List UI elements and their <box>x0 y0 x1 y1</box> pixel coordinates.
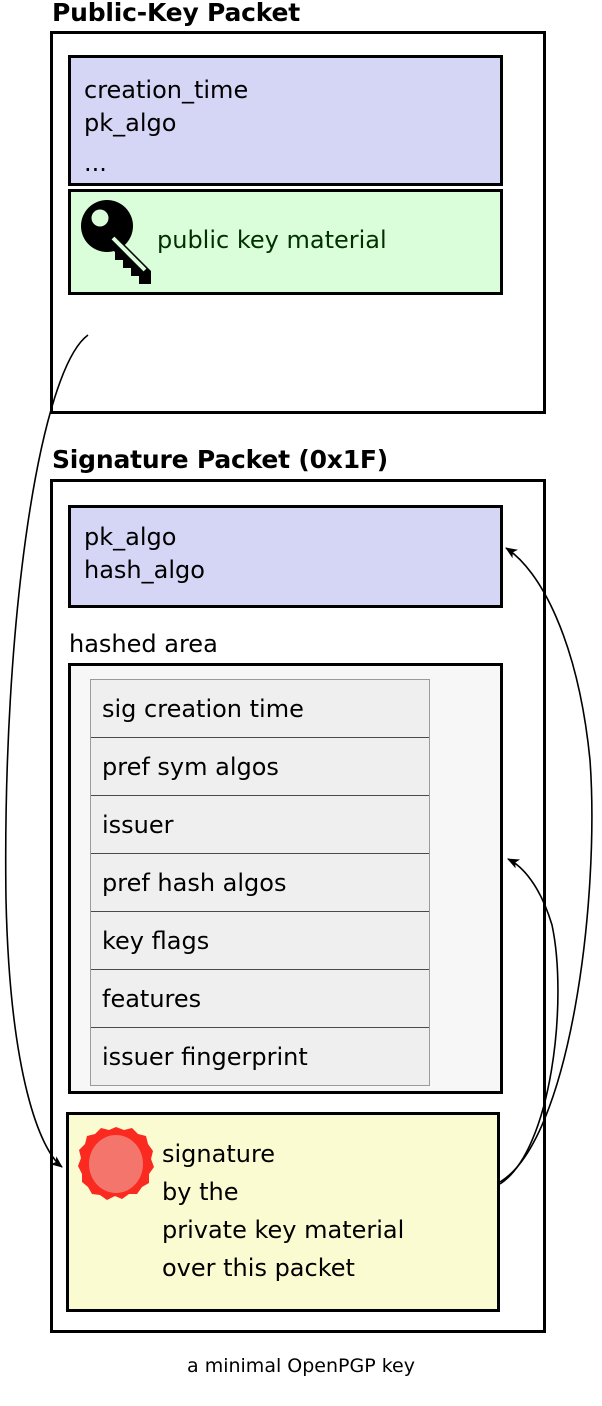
signature-text-line-2: by the <box>162 1178 239 1206</box>
public-key-field-ellipsis: ... <box>84 149 107 177</box>
key-icon <box>79 198 161 290</box>
signature-text-line-4: over this packet <box>162 1254 355 1282</box>
signature-packet-title: Signature Packet (0x1F) <box>52 445 389 474</box>
figure-caption: a minimal OpenPGP key <box>187 1355 415 1377</box>
public-key-field-pk-algo: pk_algo <box>84 109 177 137</box>
list-item: sig creation time <box>91 680 429 738</box>
public-key-material-box: public key material <box>68 189 503 295</box>
public-key-packet-title: Public-Key Packet <box>52 0 301 27</box>
list-item: features <box>91 970 429 1028</box>
list-item: issuer <box>91 796 429 854</box>
hashed-area-label: hashed area <box>69 630 218 658</box>
signature-value-box: signature by the private key material ov… <box>66 1112 500 1312</box>
signature-header-fields-box: pk_algo hash_algo <box>68 505 503 608</box>
seal-icon <box>77 1125 155 1209</box>
hashed-area-box: sig creation time pref sym algos issuer … <box>68 663 503 1094</box>
list-item: pref sym algos <box>91 738 429 796</box>
hashed-subpacket-list: sig creation time pref sym algos issuer … <box>90 679 430 1086</box>
signature-field-pk-algo: pk_algo <box>84 523 177 551</box>
public-key-field-creation-time: creation_time <box>84 76 249 104</box>
list-item: key flags <box>91 912 429 970</box>
signature-field-hash-algo: hash_algo <box>84 556 205 584</box>
public-key-header-fields-box: creation_time pk_algo ... <box>68 55 503 186</box>
signature-text-line-1: signature <box>162 1140 276 1168</box>
list-item: issuer fingerprint <box>91 1028 429 1086</box>
public-key-material-label: public key material <box>157 226 387 254</box>
signature-text-line-3: private key material <box>162 1216 405 1244</box>
list-item: pref hash algos <box>91 854 429 912</box>
